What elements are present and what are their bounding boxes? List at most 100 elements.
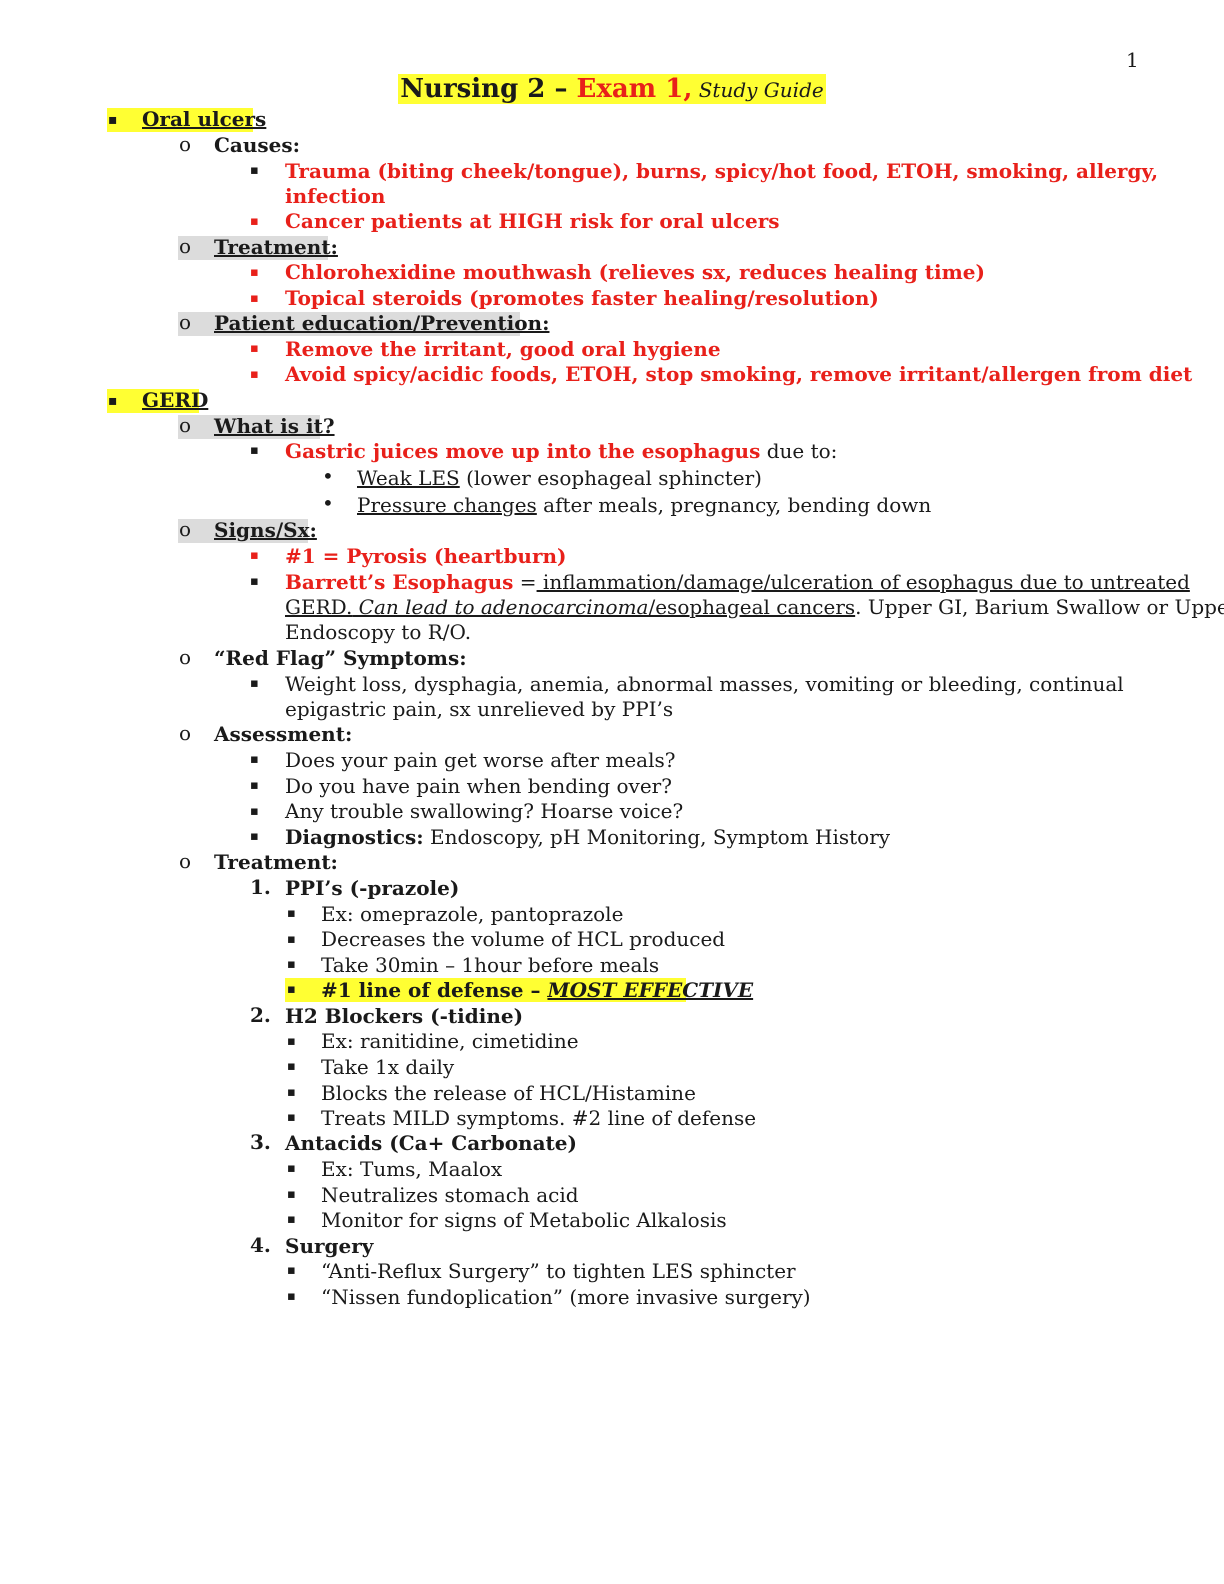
title-part1: Nursing 2 – xyxy=(400,74,577,104)
list-item: infection xyxy=(285,184,386,208)
label-red-flag: “Red Flag” Symptoms: xyxy=(214,646,467,670)
bullet-square: ▪ xyxy=(108,112,118,128)
label-causes: Causes: xyxy=(214,133,301,157)
list-item: Does your pain get worse after meals? xyxy=(285,748,676,772)
highlight-what xyxy=(178,415,320,439)
list-item: Neutralizes stomach acid xyxy=(321,1183,579,1207)
bullet-circle: o xyxy=(179,234,192,258)
page-number: 1 xyxy=(1126,48,1139,72)
list-item: GERD. Can lead to adenocarcinoma/esophag… xyxy=(285,595,1224,619)
bullet-square: ▪ xyxy=(250,163,259,178)
label-gerd-treatment: Treatment: xyxy=(214,850,338,874)
treatment-h2: H2 Blockers (-tidine) xyxy=(285,1004,524,1028)
bullet-square: ▪ xyxy=(250,443,259,458)
bullet-square: ▪ xyxy=(287,1059,296,1074)
highlight-most-effective xyxy=(285,978,686,1002)
bullet-square: ▪ xyxy=(287,1161,296,1176)
bullet-square: ▪ xyxy=(250,214,259,229)
list-item: Topical steroids (promotes faster healin… xyxy=(285,286,879,310)
bullet-square: ▪ xyxy=(250,574,259,589)
bullet-square: ▪ xyxy=(287,1110,296,1125)
bullet-square: ▪ xyxy=(250,829,259,844)
list-item: Gastric juices move up into the esophagu… xyxy=(285,439,838,463)
list-number: 3. xyxy=(250,1130,271,1154)
label-assessment: Assessment: xyxy=(214,722,353,746)
list-item: Pressure changes after meals, pregnancy,… xyxy=(357,493,932,517)
highlight-oral xyxy=(107,108,253,132)
highlight-signs xyxy=(178,519,308,543)
list-item: Diagnostics: Endoscopy, pH Monitoring, S… xyxy=(285,825,891,849)
list-number: 1. xyxy=(250,875,271,899)
list-item: Ex: Tums, Maalox xyxy=(321,1157,503,1181)
title-part3: Study Guide xyxy=(692,78,824,102)
bullet-square: ▪ xyxy=(287,982,296,997)
highlight-education xyxy=(178,312,520,336)
list-item: Ex: ranitidine, cimetidine xyxy=(321,1029,579,1053)
label-treatment: Treatment: xyxy=(214,235,338,259)
bullet-square: ▪ xyxy=(250,291,259,306)
treatment-ppi: PPI’s (-prazole) xyxy=(285,876,460,900)
bullet-square: ▪ xyxy=(287,932,296,947)
treatment-antacids: Antacids (Ca+ Carbonate) xyxy=(285,1131,577,1155)
list-item: #1 = Pyrosis (heartburn) xyxy=(285,544,567,568)
bullet-circle: o xyxy=(179,132,192,156)
list-item: Decreases the volume of HCL produced xyxy=(321,927,726,951)
bullet-square: ▪ xyxy=(287,1263,296,1278)
bullet-circle: o xyxy=(179,849,192,873)
list-item: Take 30min – 1hour before meals xyxy=(321,953,660,977)
list-item: “Anti-Reflux Surgery” to tighten LES sph… xyxy=(321,1259,796,1283)
list-number: 4. xyxy=(250,1233,271,1257)
list-item: Blocks the release of HCL/Histamine xyxy=(321,1081,696,1105)
bullet-square: ▪ xyxy=(287,1212,296,1227)
list-item: Monitor for signs of Metabolic Alkalosis xyxy=(321,1208,727,1232)
list-item: Remove the irritant, good oral hygiene xyxy=(285,337,721,361)
bullet-circle: o xyxy=(179,310,192,334)
treatment-surgery: Surgery xyxy=(285,1234,374,1258)
title-highlight: Nursing 2 – Exam 1, Study Guide xyxy=(398,74,826,104)
list-item: Chlorohexidine mouthwash (relieves sx, r… xyxy=(285,260,985,284)
list-item: #1 line of defense – MOST EFFECTIVE xyxy=(321,978,754,1002)
heading-gerd: GERD xyxy=(142,388,209,412)
list-item: Barrett’s Esophagus = inflammation/damag… xyxy=(285,570,1190,594)
bullet-square: ▪ xyxy=(250,341,259,356)
bullet-square: ▪ xyxy=(287,1034,296,1049)
bullet-square: ▪ xyxy=(250,676,259,691)
bullet-square: ▪ xyxy=(287,1085,296,1100)
heading-oral-ulcers: Oral ulcers xyxy=(142,107,267,131)
list-item: Endoscopy to R/O. xyxy=(285,620,472,644)
highlight-treatment xyxy=(178,236,328,260)
bullet-circle: o xyxy=(179,517,192,541)
bullet-square: ▪ xyxy=(287,1187,296,1202)
bullet-square: ▪ xyxy=(250,804,259,819)
bullet-circle: o xyxy=(179,645,192,669)
bullet-dot: • xyxy=(322,491,334,515)
list-item: Weak LES (lower esophageal sphincter) xyxy=(357,466,762,490)
bullet-circle: o xyxy=(179,721,192,745)
bullet-square: ▪ xyxy=(250,265,259,280)
list-item: Ex: omeprazole, pantoprazole xyxy=(321,902,624,926)
list-item: Cancer patients at HIGH risk for oral ul… xyxy=(285,209,780,233)
bullet-square: ▪ xyxy=(250,548,259,563)
label-education: Patient education/Prevention: xyxy=(214,311,550,335)
list-number: 2. xyxy=(250,1003,271,1027)
list-item: epigastric pain, sx unrelieved by PPI’s xyxy=(285,697,674,721)
title-part2: Exam 1, xyxy=(576,74,693,104)
page-title: Nursing 2 – Exam 1, Study Guide xyxy=(0,74,1224,104)
label-signs: Signs/Sx: xyxy=(214,518,317,542)
bullet-square: ▪ xyxy=(250,752,259,767)
list-item: Any trouble swallowing? Hoarse voice? xyxy=(285,799,684,823)
bullet-square: ▪ xyxy=(287,957,296,972)
bullet-square: ▪ xyxy=(108,393,118,409)
list-item: Do you have pain when bending over? xyxy=(285,774,672,798)
list-item: Treats MILD symptoms. #2 line of defense xyxy=(321,1106,757,1130)
list-item: Take 1x daily xyxy=(321,1055,455,1079)
bullet-square: ▪ xyxy=(250,778,259,793)
bullet-dot: • xyxy=(322,464,334,488)
bullet-square: ▪ xyxy=(287,1289,296,1304)
list-item: Trauma (biting cheek/tongue), burns, spi… xyxy=(285,159,1159,183)
bullet-square: ▪ xyxy=(287,906,296,921)
label-what-is-it: What is it? xyxy=(214,414,335,438)
highlight-gerd xyxy=(107,389,199,413)
list-item: Weight loss, dysphagia, anemia, abnormal… xyxy=(285,672,1124,696)
list-item: Avoid spicy/acidic foods, ETOH, stop smo… xyxy=(285,362,1193,386)
